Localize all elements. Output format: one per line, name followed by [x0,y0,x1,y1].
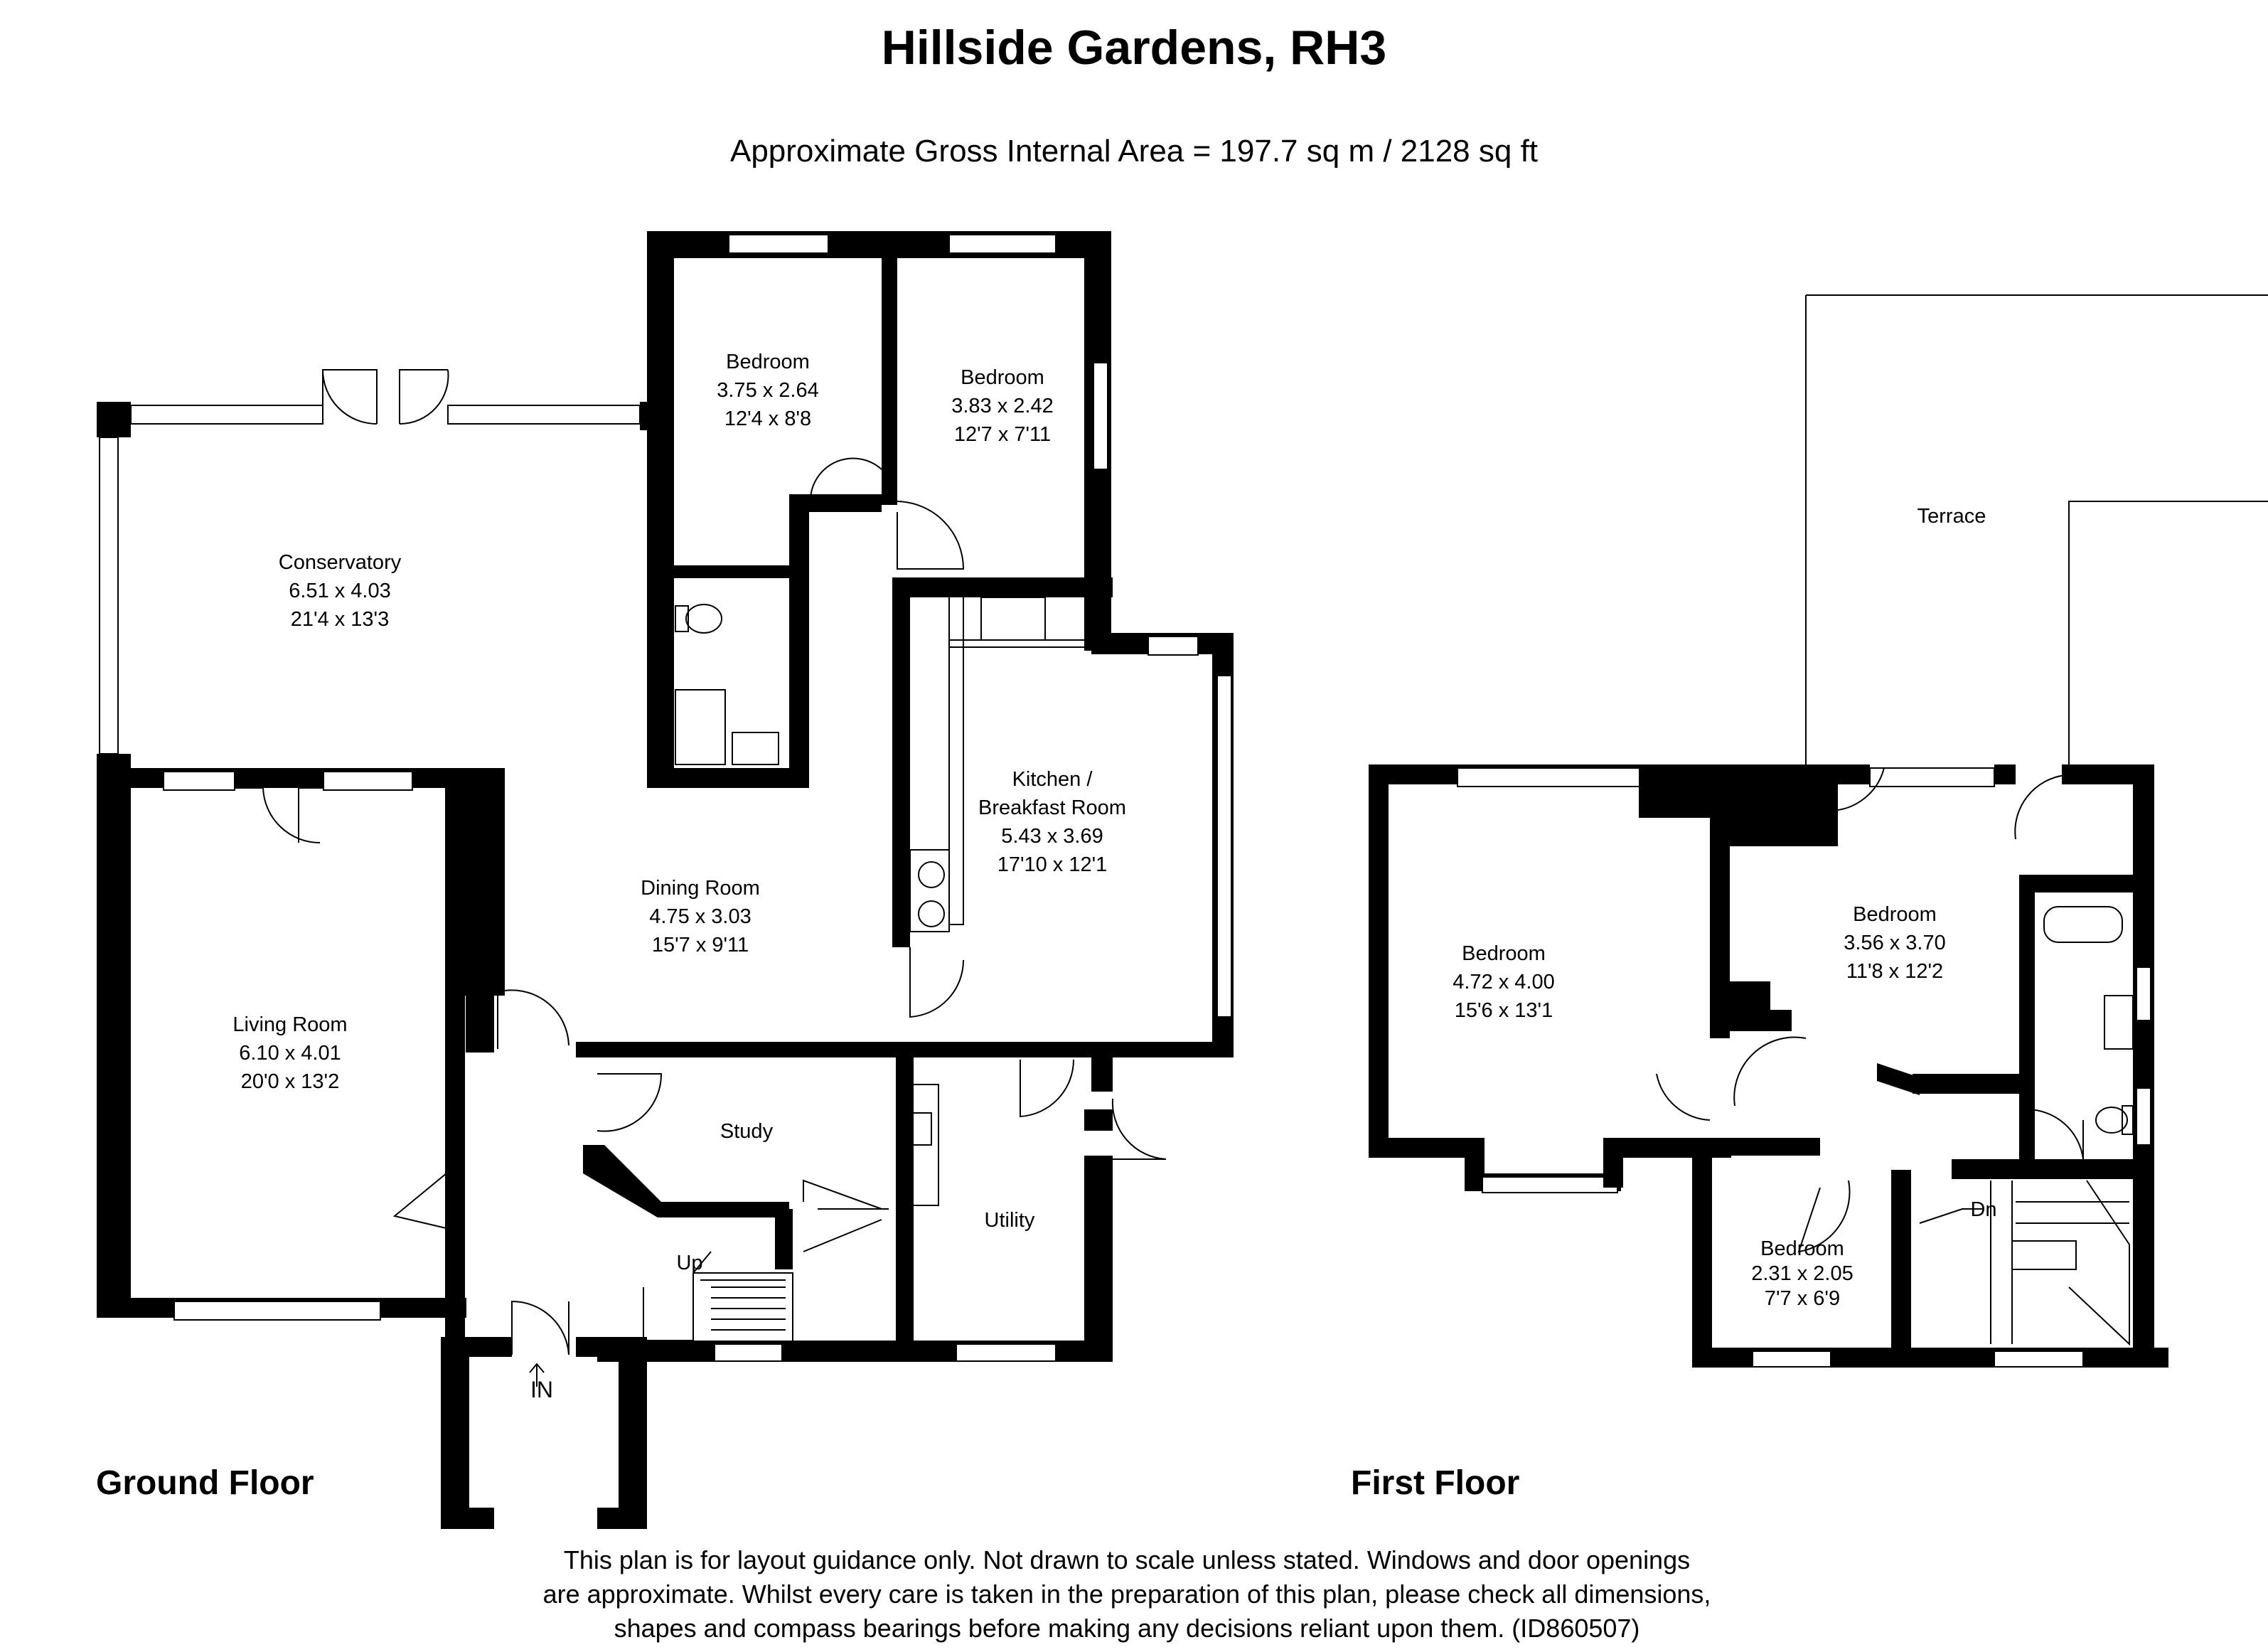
stairs-down-label: Dn [1970,1198,1996,1221]
conservatory-metric: 6.51 x 4.03 [289,580,391,602]
study-name: Study [720,1120,774,1143]
dining-name: Dining Room [641,877,760,900]
bedroom-2-name: Bedroom [961,366,1044,389]
ground-floor-plan [97,231,1234,1529]
conservatory-imperial: 21'4 x 13'3 [291,608,389,631]
utility-name: Utility [985,1209,1035,1232]
disclaimer-line-2: are approximate. Whilst every care is ta… [542,1579,1711,1609]
bedroom-2-imperial: 12'7 x 7'11 [954,423,1051,446]
bedroom-b-imperial: 11'8 x 12'2 [1846,960,1943,983]
bedroom-c-name: Bedroom [1760,1237,1844,1260]
dining-imperial: 15'7 x 9'11 [652,934,749,956]
kitchen-name-2: Breakfast Room [978,796,1126,819]
gross-area: Approximate Gross Internal Area = 197.7 … [729,134,1539,169]
bedroom-b-name: Bedroom [1853,903,1937,926]
stairs-up-label: Up [676,1252,702,1274]
first-floor-label: First Floor [1351,1464,1520,1502]
room-labels: Conservatory 6.51 x 4.03 21'4 x 13'3 Bed… [232,351,1996,1402]
living-name: Living Room [232,1013,347,1036]
bedroom-1-metric: 3.75 x 2.64 [717,379,819,402]
living-metric: 6.10 x 4.01 [239,1042,341,1065]
terrace-name: Terrace [1917,505,1986,528]
conservatory-name: Conservatory [279,551,402,574]
bedroom-c-imperial: 7'7 x 6'9 [1765,1287,1840,1310]
plan-title: Hillside Gardens, RH3 [881,21,1387,75]
bedroom-2-metric: 3.83 x 2.42 [951,395,1054,417]
bedroom-a-imperial: 15'6 x 13'1 [1455,999,1553,1022]
bedroom-1-imperial: 12'4 x 8'8 [724,407,811,430]
bedroom-a-metric: 4.72 x 4.00 [1453,971,1555,993]
disclaimer: This plan is for layout guidance only. N… [398,1543,1856,1646]
dining-metric: 4.75 x 3.03 [649,905,751,928]
bedroom-c-metric: 2.31 x 2.05 [1751,1262,1854,1285]
ground-floor-label: Ground Floor [96,1464,314,1502]
living-imperial: 20'0 x 13'2 [241,1070,339,1093]
disclaimer-line-1: This plan is for layout guidance only. N… [563,1545,1691,1574]
disclaimer-line-3: shapes and compass bearings before makin… [614,1614,1640,1643]
bedroom-a-name: Bedroom [1462,942,1546,965]
kitchen-metric: 5.43 x 3.69 [1001,825,1103,848]
first-floor-plan [1369,294,2268,1368]
kitchen-name-1: Kitchen / [1012,768,1093,791]
entrance-label: IN [530,1377,553,1402]
bedroom-1-name: Bedroom [726,351,810,373]
kitchen-imperial: 17'10 x 12'1 [997,853,1108,876]
bedroom-b-metric: 3.56 x 3.70 [1844,932,1946,954]
